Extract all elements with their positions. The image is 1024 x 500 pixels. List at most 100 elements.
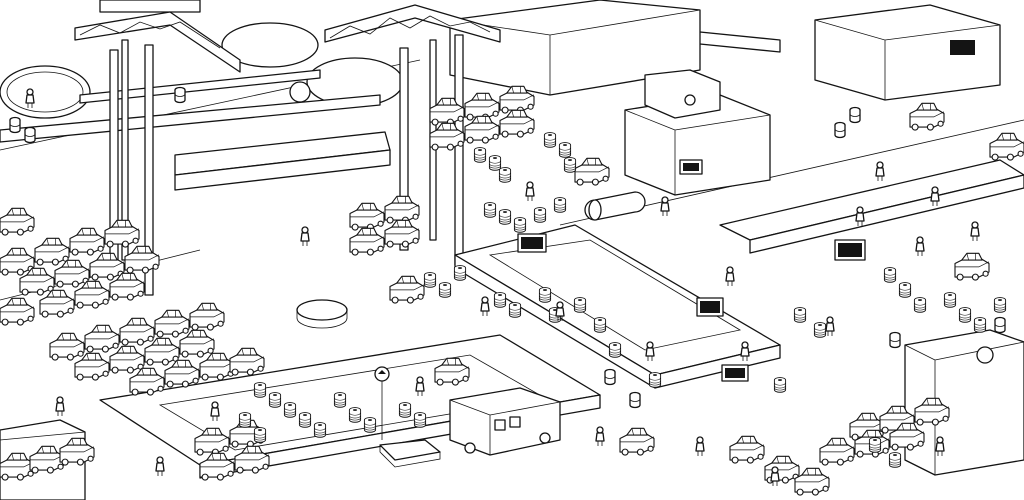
car[interactable] — [819, 437, 855, 466]
tire-stack[interactable] — [438, 282, 452, 298]
tire-stack[interactable] — [508, 302, 522, 318]
tire-stack[interactable] — [543, 132, 557, 148]
tire-stack[interactable] — [268, 392, 282, 408]
car[interactable] — [0, 247, 35, 276]
car[interactable] — [0, 207, 35, 236]
car[interactable] — [69, 227, 105, 256]
control-office[interactable] — [624, 69, 771, 196]
monitor-screens[interactable] — [517, 233, 866, 382]
car[interactable] — [54, 259, 90, 288]
tire-stack[interactable] — [513, 217, 527, 233]
tire-stack[interactable] — [413, 412, 427, 428]
tire-stack[interactable] — [888, 452, 902, 468]
tire-stack[interactable] — [913, 297, 927, 313]
water-tank-center[interactable] — [221, 22, 404, 107]
tire-stack[interactable] — [993, 297, 1007, 313]
tire-stack[interactable] — [793, 307, 807, 323]
car[interactable] — [84, 324, 120, 353]
worker[interactable] — [525, 181, 535, 202]
tire-stack[interactable] — [398, 402, 412, 418]
road-sign[interactable] — [374, 366, 390, 440]
barrel[interactable] — [604, 368, 616, 386]
car[interactable] — [109, 272, 145, 301]
round-platform[interactable] — [296, 299, 348, 329]
tire-stack[interactable] — [453, 265, 467, 281]
tire-stack[interactable] — [298, 412, 312, 428]
car[interactable] — [179, 329, 215, 358]
tire-stack[interactable] — [868, 437, 882, 453]
car[interactable] — [499, 109, 535, 138]
car[interactable] — [909, 102, 945, 131]
building-northeast[interactable] — [814, 4, 1001, 101]
barrel[interactable] — [629, 391, 641, 409]
car[interactable] — [164, 359, 200, 388]
car[interactable] — [39, 289, 75, 318]
car[interactable] — [384, 219, 420, 248]
gas-tank[interactable] — [584, 191, 646, 221]
barrel[interactable] — [24, 126, 36, 144]
worker[interactable] — [300, 226, 310, 247]
tire-stack[interactable] — [943, 292, 957, 308]
car[interactable] — [574, 157, 610, 186]
tire-stack[interactable] — [538, 287, 552, 303]
tire-stack[interactable] — [608, 342, 622, 358]
tire-stack[interactable] — [553, 197, 567, 213]
worker[interactable] — [915, 236, 925, 257]
tire-stack[interactable] — [958, 307, 972, 323]
car[interactable] — [389, 275, 425, 304]
car[interactable] — [764, 455, 800, 484]
tire-stack[interactable] — [488, 155, 502, 171]
tire-stack[interactable] — [238, 412, 252, 428]
worker[interactable] — [660, 196, 670, 217]
car[interactable] — [119, 317, 155, 346]
barrel[interactable] — [889, 331, 901, 349]
car[interactable] — [89, 252, 125, 281]
barrel[interactable] — [849, 106, 861, 124]
barrel[interactable] — [994, 316, 1006, 334]
car[interactable] — [34, 237, 70, 266]
car[interactable] — [124, 245, 160, 274]
car[interactable] — [109, 345, 145, 374]
factory-building-north[interactable] — [449, 0, 701, 96]
worker[interactable] — [875, 161, 885, 182]
conveyor-belt-right[interactable] — [719, 159, 1024, 254]
tire-stack[interactable] — [498, 167, 512, 183]
worker[interactable] — [970, 221, 980, 242]
car[interactable] — [619, 427, 655, 456]
car[interactable] — [74, 280, 110, 309]
tire-stack[interactable] — [593, 317, 607, 333]
tire-stack[interactable] — [283, 402, 297, 418]
worker[interactable] — [725, 266, 735, 287]
tire-stack[interactable] — [473, 147, 487, 163]
cart[interactable] — [379, 439, 441, 468]
car[interactable] — [954, 252, 990, 281]
car[interactable] — [729, 435, 765, 464]
tire-stack[interactable] — [333, 392, 347, 408]
tire-stack[interactable] — [563, 157, 577, 173]
worker[interactable] — [695, 436, 705, 457]
car[interactable] — [189, 302, 225, 331]
barrel[interactable] — [174, 86, 186, 104]
tire-stack[interactable] — [533, 207, 547, 223]
car[interactable] — [74, 352, 110, 381]
tire-stack[interactable] — [883, 267, 897, 283]
car[interactable] — [129, 367, 165, 396]
gantry-crane-left[interactable] — [74, 11, 241, 296]
car[interactable] — [199, 352, 235, 381]
tire-stack[interactable] — [493, 292, 507, 308]
worker[interactable] — [825, 316, 835, 337]
car[interactable] — [229, 347, 265, 376]
conveyor-belt-left[interactable] — [174, 131, 391, 191]
worker[interactable] — [770, 466, 780, 487]
car[interactable] — [19, 267, 55, 296]
tire-stack[interactable] — [363, 417, 377, 433]
worker[interactable] — [155, 456, 165, 477]
tire-stack[interactable] — [313, 422, 327, 438]
car[interactable] — [349, 227, 385, 256]
tire-stack[interactable] — [898, 282, 912, 298]
car[interactable] — [154, 309, 190, 338]
building-southeast[interactable] — [904, 329, 1024, 476]
water-tank-left[interactable] — [0, 65, 91, 119]
tire-stack[interactable] — [773, 377, 787, 393]
